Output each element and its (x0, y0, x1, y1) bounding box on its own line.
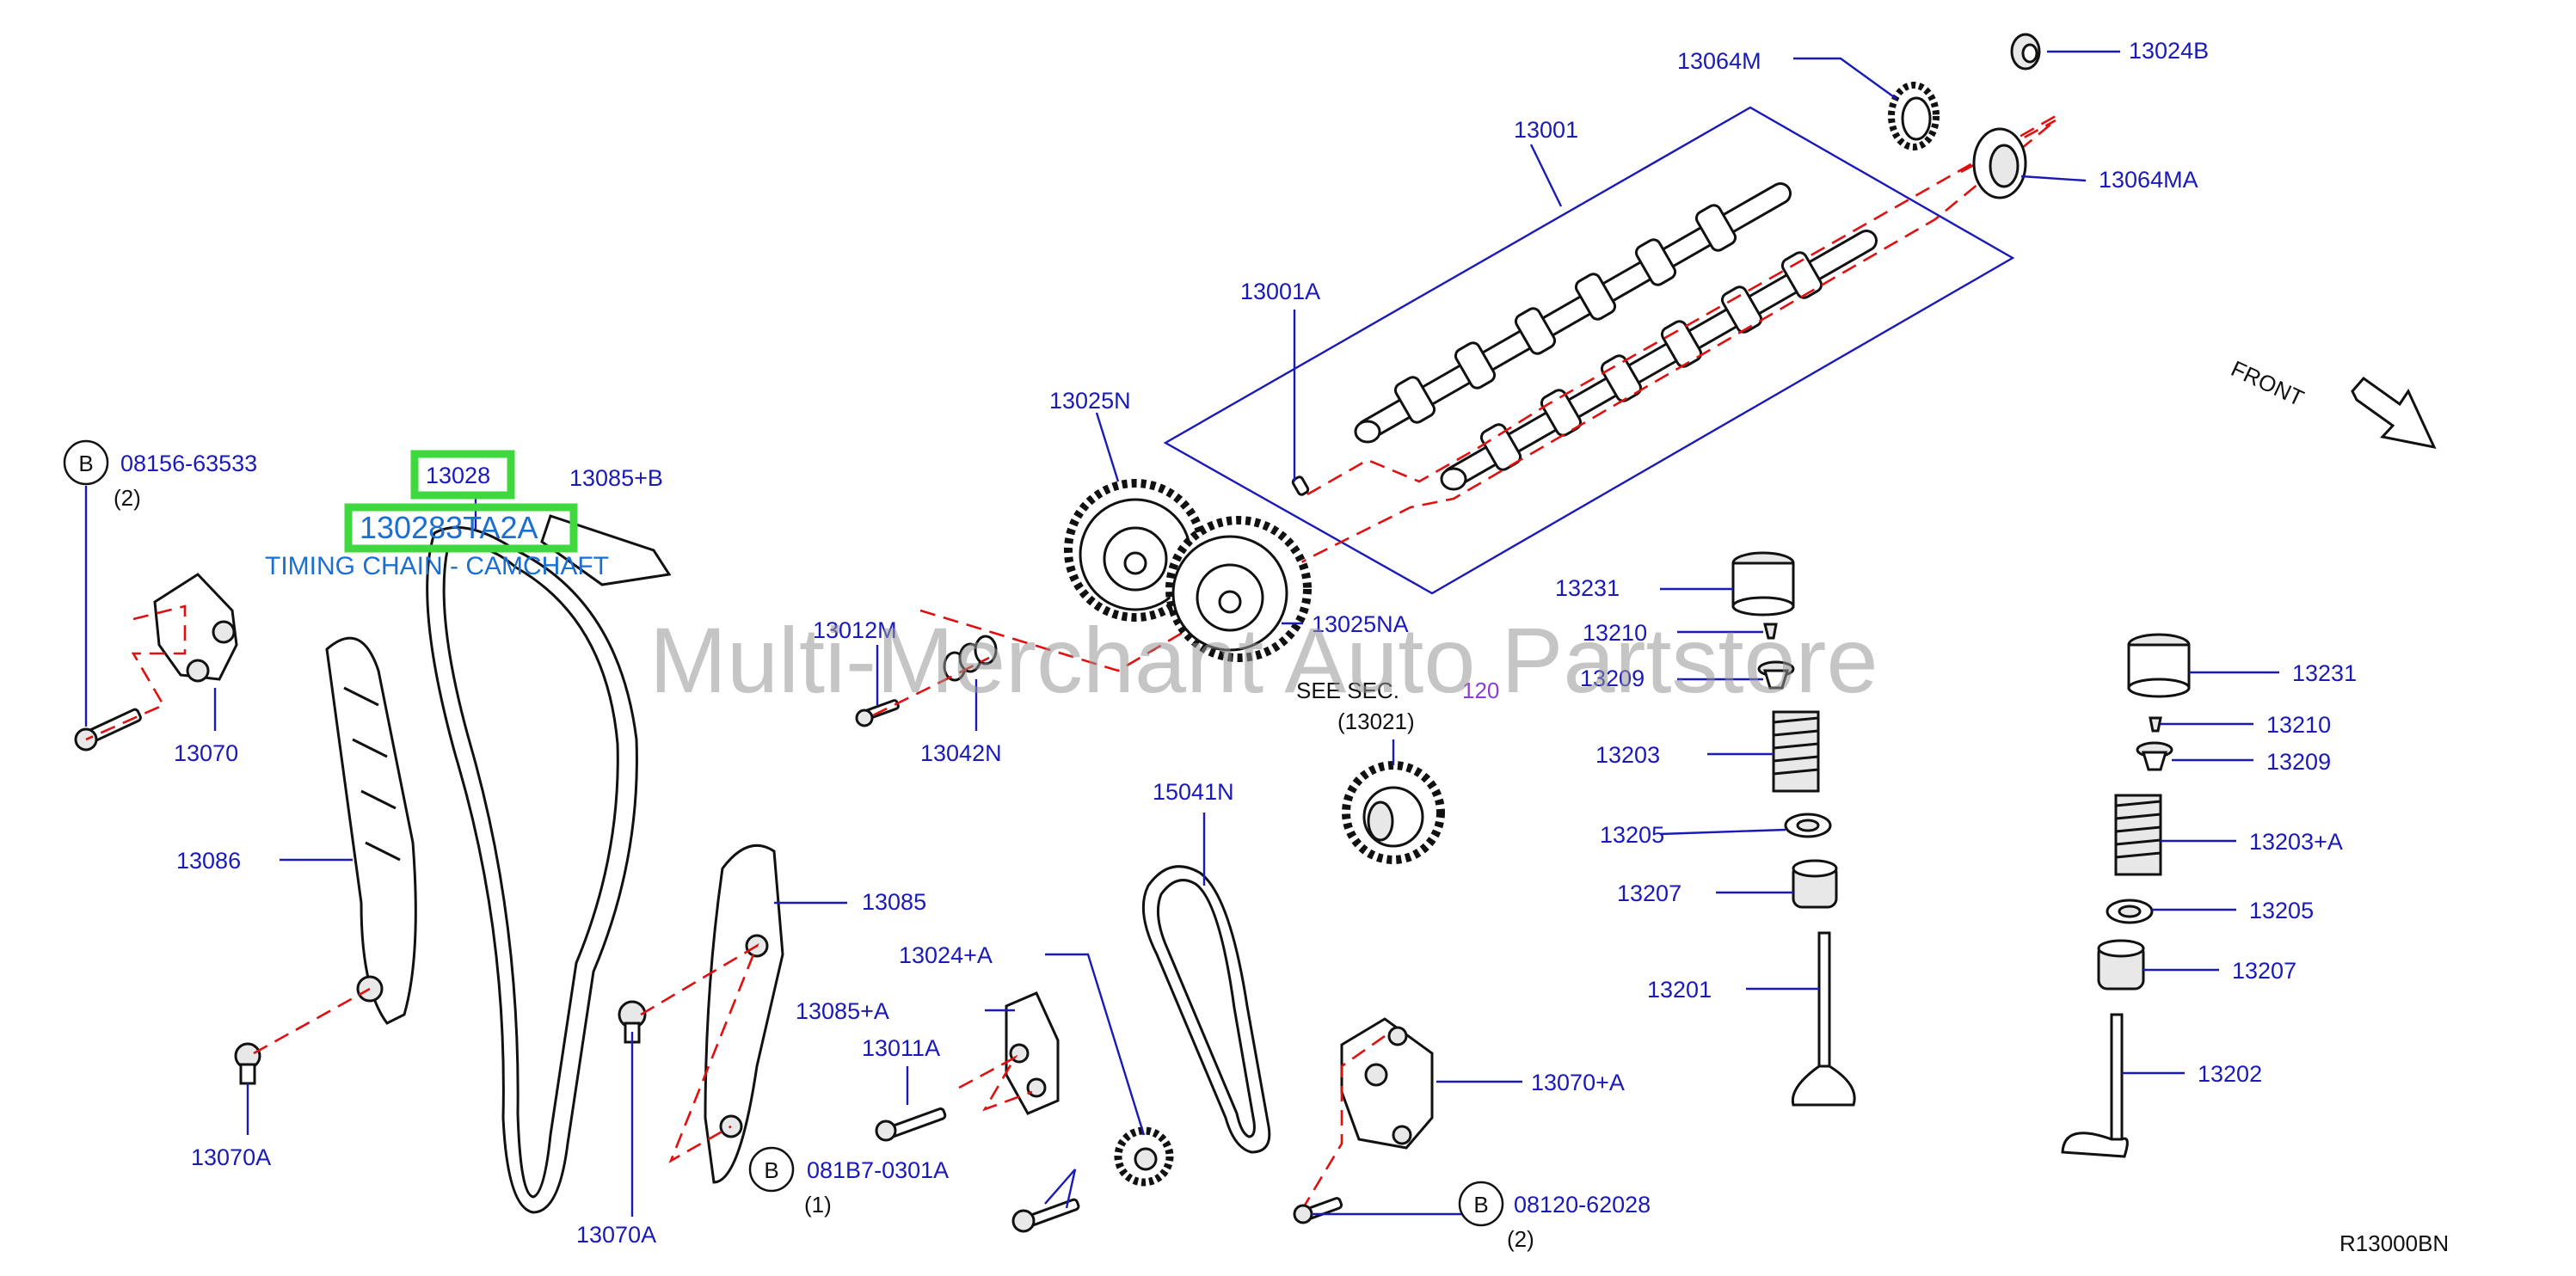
o-ring-dashed (872, 656, 990, 717)
label-13025N[interactable]: 13025N (1049, 388, 1131, 414)
label-13210-right[interactable]: 13210 (2266, 712, 2331, 738)
label-081B7-0301A[interactable]: 081B7-0301A (807, 1157, 949, 1183)
belt-15041N[interactable] (1141, 865, 1271, 1154)
cam-sprocket-13025NA[interactable] (1165, 516, 1312, 662)
label-13209-left[interactable]: 13209 (1580, 666, 1645, 691)
front-label: FRONT (2227, 355, 2308, 411)
label-13210-left[interactable]: 13210 (1583, 620, 1647, 646)
rotor-13064MA[interactable] (1972, 127, 2027, 199)
valve-13201[interactable] (1791, 931, 1856, 1107)
timing-chain-13028[interactable] (426, 525, 638, 1214)
tensioner-dashed (85, 604, 187, 741)
label-13085B[interactable]: 13085+B (569, 465, 663, 491)
tensioner-dashed-3 (1301, 1034, 1386, 1209)
label-13070[interactable]: 13070 (174, 740, 238, 766)
label-13205-right[interactable]: 13205 (2249, 898, 2314, 923)
leader-lines (84, 50, 2279, 1217)
see-sec-ref: (13021) (1337, 709, 1415, 734)
see-sec-label: SEE SEC. (1296, 678, 1399, 703)
keeper-13210-left[interactable] (1763, 623, 1778, 640)
label-13064MA[interactable]: 13064MA (2099, 167, 2198, 193)
label-13028[interactable]: 13028 (426, 463, 490, 488)
valve-lifter-13231-right[interactable] (2127, 633, 2191, 698)
valve-spring-13203[interactable] (1772, 710, 1820, 793)
dowel-pin-13001A[interactable] (1291, 475, 1310, 496)
gear-13021[interactable] (1342, 761, 1445, 864)
label-13207-left[interactable]: 13207 (1617, 880, 1681, 906)
label-13203A[interactable]: 13203+A (2249, 829, 2343, 855)
label-13001A[interactable]: 13001A (1240, 279, 1320, 304)
label-08156-63533[interactable]: 08156-63533 (120, 451, 257, 476)
pivot-dashed-left (253, 987, 371, 1055)
label-13070A-left[interactable]: 13070A (191, 1144, 271, 1170)
label-13202[interactable]: 13202 (2198, 1061, 2262, 1087)
label-13001[interactable]: 13001 (1514, 117, 1578, 143)
label-13025NA[interactable]: 13025NA (1312, 611, 1409, 637)
front-arrow-icon (2351, 376, 2437, 450)
tensioner-dashed-2 (958, 1054, 1033, 1112)
label-13201[interactable]: 13201 (1647, 977, 1712, 1003)
bolt-08120-62028[interactable] (1293, 1197, 1343, 1224)
bolt-13011A[interactable] (875, 1107, 947, 1142)
bolt-081B7-0301A[interactable] (1011, 1198, 1080, 1233)
label-13011A[interactable]: 13011A (862, 1035, 940, 1061)
spring-seat-13205-left[interactable] (1784, 813, 1832, 838)
valve-13202[interactable] (2061, 1013, 2129, 1158)
qty-081B7: (1) (804, 1192, 832, 1218)
svg-text:B: B (1473, 1192, 1488, 1218)
label-130283TA2A[interactable]: 130283TA2A (360, 510, 538, 545)
sprocket-13064M[interactable] (1888, 82, 1940, 150)
highlight-box-130283TA2A (344, 503, 578, 553)
label-13231-left[interactable]: 13231 (1555, 575, 1620, 601)
valve-seal-13207-right[interactable] (2097, 939, 2145, 991)
keeper-13210-right[interactable] (2149, 716, 2162, 733)
chain-guide-13085[interactable] (704, 844, 784, 1184)
pivot-dashed-bottom (640, 942, 759, 1163)
diagram-code: R13000BN (2339, 1230, 2449, 1256)
retainer-13209-right[interactable] (2136, 741, 2173, 771)
sprocket-13024A[interactable] (1114, 1126, 1174, 1187)
valve-spring-13203A[interactable] (2114, 794, 2162, 876)
label-timing-chain[interactable]: TIMING CHAIN - CAMCHAFT (265, 552, 609, 580)
label-13231-right[interactable]: 13231 (2292, 660, 2357, 686)
highlight-box-13028 (410, 450, 515, 500)
label-13085[interactable]: 13085 (862, 889, 926, 915)
see-sec-number[interactable]: 120 (1462, 678, 1499, 703)
label-13064M[interactable]: 13064M (1677, 48, 1761, 74)
retainer-13209-left[interactable] (1757, 660, 1795, 690)
bolt-marker-08120: B (1458, 1181, 1504, 1227)
label-13012M[interactable]: 13012M (813, 617, 897, 643)
label-13209-right[interactable]: 13209 (2266, 749, 2331, 775)
svg-text:B: B (78, 451, 93, 476)
label-13070A-bottom[interactable]: 13070A (576, 1222, 656, 1248)
label-13086[interactable]: 13086 (176, 848, 241, 874)
label-15041N[interactable]: 15041N (1153, 779, 1234, 805)
pivot-bolt-13070A-left[interactable] (234, 1042, 261, 1085)
bolt-marker-08156: B (63, 439, 109, 486)
spring-seat-13205-right[interactable] (2106, 899, 2154, 924)
label-08120-62028[interactable]: 08120-62028 (1514, 1192, 1651, 1218)
label-13203[interactable]: 13203 (1595, 742, 1660, 768)
label-13205-left[interactable]: 13205 (1600, 822, 1664, 848)
label-13024A[interactable]: 13024+A (899, 942, 993, 968)
qty-08120: (2) (1507, 1226, 1534, 1252)
qty-08156: (2) (114, 485, 141, 511)
chain-guide-13086[interactable] (325, 636, 417, 1025)
valve-seal-13207-left[interactable] (1792, 859, 1838, 909)
bolt-marker-081B7: B (748, 1146, 795, 1193)
svg-text:B: B (764, 1157, 778, 1183)
camshaft-box (1163, 106, 2015, 595)
label-13024B[interactable]: 13024B (2129, 38, 2209, 64)
label-13070A-plus[interactable]: 13070+A (1531, 1070, 1625, 1095)
cap-13024B[interactable] (2010, 33, 2041, 71)
label-13207-right[interactable]: 13207 (2232, 958, 2296, 984)
watermark-text: Multi-Merchant Auto Partstore (649, 608, 1878, 712)
tensioner-13070[interactable] (153, 573, 238, 683)
label-13085A[interactable]: 13085+A (796, 998, 889, 1024)
valve-lifter-13231-left[interactable] (1731, 551, 1795, 617)
tensioner-13070A-plus[interactable] (1340, 1017, 1434, 1150)
label-13042N[interactable]: 13042N (920, 740, 1002, 766)
camshaft-upper[interactable] (1354, 182, 1792, 444)
